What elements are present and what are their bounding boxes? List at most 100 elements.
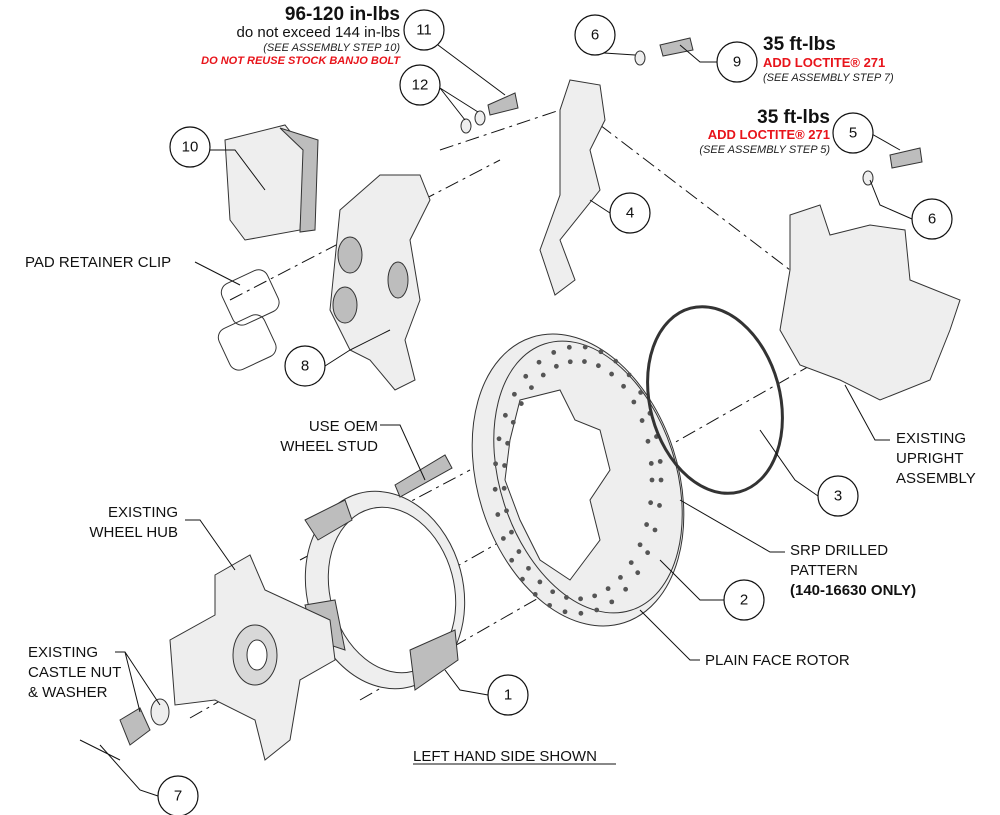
caliper bbox=[329, 174, 431, 391]
callout-circle bbox=[157, 775, 199, 815]
drill-hole bbox=[582, 344, 588, 350]
wheel-hub bbox=[169, 554, 336, 761]
callout-circle bbox=[403, 9, 445, 51]
drill-hole bbox=[502, 412, 508, 418]
callout-9: 9 bbox=[716, 41, 758, 83]
drill-hole bbox=[493, 461, 498, 467]
callout-number: 8 bbox=[301, 358, 309, 375]
drill-hole bbox=[537, 579, 543, 585]
drill-hole bbox=[562, 609, 568, 615]
callout-number: 7 bbox=[174, 788, 182, 805]
loctite-note: ADD LOCTITE® 271 bbox=[763, 55, 885, 70]
bolt5-torque-note: 35 ft-lbs ADD LOCTITE® 271 (SEE ASSEMBLY… bbox=[699, 107, 830, 156]
callout-circle bbox=[574, 14, 616, 56]
callout-circle bbox=[832, 112, 874, 154]
callout-circle bbox=[609, 192, 651, 234]
drill-hole bbox=[657, 503, 662, 508]
label-upright-3: ASSEMBLY bbox=[896, 470, 976, 487]
drill-hole bbox=[550, 589, 556, 595]
callout-5: 5 bbox=[832, 112, 874, 154]
drill-hole bbox=[529, 385, 534, 390]
callout-number: 9 bbox=[733, 54, 741, 71]
drill-hole bbox=[553, 363, 559, 369]
drill-hole bbox=[492, 486, 498, 492]
drill-hole bbox=[613, 358, 619, 364]
callout-4: 4 bbox=[609, 192, 651, 234]
drill-hole bbox=[652, 527, 658, 533]
label-hub-2: WHEEL HUB bbox=[89, 524, 178, 541]
drill-hole bbox=[631, 399, 637, 405]
pad-retainer-clips bbox=[217, 269, 280, 371]
banjo-torque-note: 96-120 in-lbs do not exceed 144 in-lbs (… bbox=[201, 4, 401, 67]
drill-hole bbox=[578, 610, 584, 616]
drill-hole bbox=[567, 359, 573, 365]
callout-circle bbox=[911, 198, 953, 240]
drill-hole bbox=[657, 459, 663, 464]
drill-hole bbox=[520, 576, 525, 582]
drill-hole bbox=[547, 602, 553, 608]
label-srp-2: PATTERN bbox=[790, 562, 858, 579]
drill-hole bbox=[578, 596, 583, 602]
label-hub-1: EXISTING bbox=[108, 504, 178, 521]
drill-hole bbox=[649, 477, 655, 483]
callout-number: 11 bbox=[416, 22, 432, 39]
brake-pads bbox=[224, 124, 319, 241]
bolts-washers bbox=[460, 37, 923, 186]
drill-hole bbox=[628, 560, 634, 565]
callout-number: 4 bbox=[626, 205, 634, 222]
label-nut-1: EXISTING bbox=[28, 644, 98, 661]
label-pad-retainer-clip: PAD RETAINER CLIP bbox=[25, 254, 171, 271]
callout-number: 1 bbox=[504, 687, 512, 704]
callout-number: 6 bbox=[928, 211, 936, 228]
label-plain-face-rotor: PLAIN FACE ROTOR bbox=[705, 652, 850, 669]
drill-hole bbox=[540, 372, 546, 378]
drill-hole bbox=[648, 461, 654, 466]
callout-circle bbox=[169, 126, 211, 168]
assembly-step: (SEE ASSEMBLY STEP 10) bbox=[263, 42, 400, 54]
callout-6: 6 bbox=[911, 198, 953, 240]
callout-3: 3 bbox=[817, 475, 859, 517]
label-nut-2: CASTLE NUT bbox=[28, 664, 121, 681]
callout-12: 12 bbox=[399, 64, 441, 106]
drill-hole bbox=[510, 419, 516, 425]
label-stud-2: WHEEL STUD bbox=[280, 438, 378, 455]
callout-7: 7 bbox=[157, 775, 199, 815]
rotor-hat-adapter bbox=[304, 490, 466, 691]
drill-hole bbox=[516, 549, 522, 554]
drill-hole bbox=[658, 477, 664, 483]
caliper-bracket bbox=[539, 79, 606, 296]
drill-hole bbox=[648, 500, 654, 506]
label-stud-1: USE OEM bbox=[309, 418, 378, 435]
loctite-note: ADD LOCTITE® 271 bbox=[708, 127, 830, 142]
upright-assembly bbox=[779, 204, 961, 401]
label-upright-2: UPRIGHT bbox=[896, 450, 964, 467]
assembly-step: (SEE ASSEMBLY STEP 5) bbox=[699, 144, 830, 156]
callout-circle bbox=[487, 674, 529, 716]
drill-hole bbox=[637, 542, 643, 548]
label-upright-1: EXISTING bbox=[896, 430, 966, 447]
drill-hole bbox=[504, 508, 509, 514]
drill-hole bbox=[501, 485, 507, 491]
callout-number: 5 bbox=[849, 125, 857, 142]
drill-hole bbox=[509, 557, 515, 563]
label-srp-1: SRP DRILLED bbox=[790, 542, 888, 559]
callout-6: 6 bbox=[574, 14, 616, 56]
callout-number: 3 bbox=[834, 488, 842, 505]
callout-circle bbox=[399, 64, 441, 106]
drill-hole bbox=[638, 390, 644, 395]
footer-note: LEFT HAND SIDE SHOWN bbox=[413, 748, 597, 765]
drill-hole bbox=[623, 586, 629, 592]
drill-hole bbox=[598, 349, 604, 355]
callout-circle bbox=[723, 579, 765, 621]
drill-hole bbox=[635, 570, 641, 576]
drill-hole bbox=[644, 522, 650, 527]
callout-1: 1 bbox=[487, 674, 529, 716]
drill-hole bbox=[518, 401, 524, 406]
label-srp-3: (140-16630 ONLY) bbox=[790, 582, 916, 599]
warning-text: DO NOT REUSE STOCK BANJO BOLT bbox=[201, 55, 401, 67]
drill-hole bbox=[511, 391, 517, 397]
drill-hole bbox=[566, 344, 572, 350]
